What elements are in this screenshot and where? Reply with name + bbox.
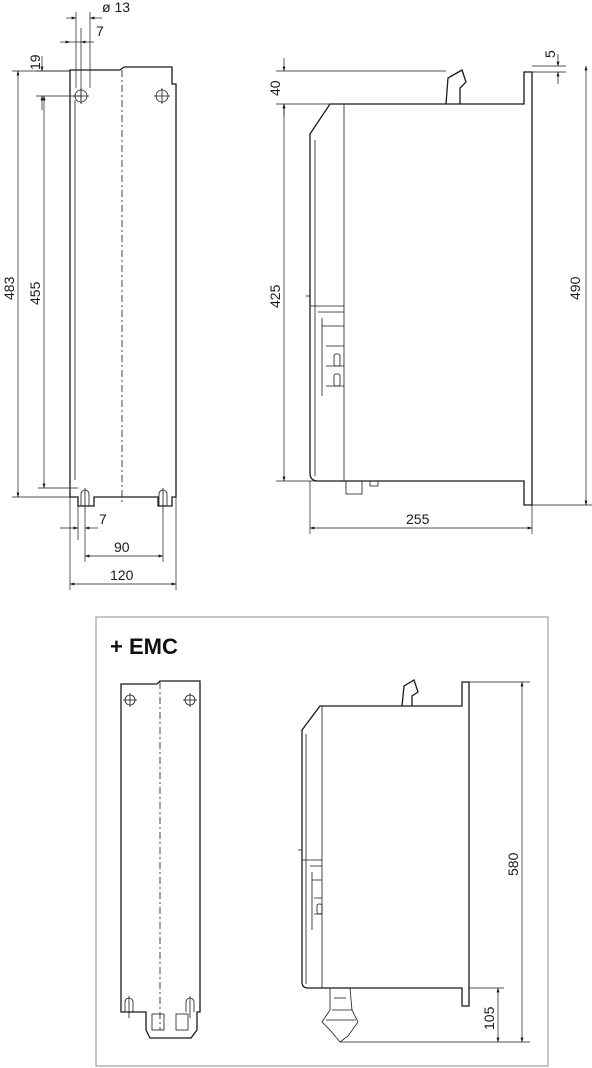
bottom-foot xyxy=(345,481,379,495)
dim-total-height: 490 xyxy=(567,276,583,300)
dim-body-height: 425 xyxy=(267,284,283,308)
dim-height-total: 483 xyxy=(1,276,17,300)
emc-variant-frame xyxy=(95,616,549,1067)
dim-hole-diameter: ø 13 xyxy=(102,0,130,15)
side-view xyxy=(306,69,533,506)
emc-front-view xyxy=(120,680,201,1039)
emc-cable-entry xyxy=(321,987,359,1043)
side-view-dimensions: 40 425 5 490 255 xyxy=(267,50,592,534)
dim-hole-spacing: 90 xyxy=(114,539,130,555)
front-view-outline xyxy=(69,66,177,507)
emc-dim-total-height: 580 xyxy=(505,852,521,876)
dim-depth: 255 xyxy=(406,511,430,527)
emc-dim-bottom-extension: 105 xyxy=(481,1006,497,1030)
terminal-block xyxy=(310,305,344,396)
emc-connector-left xyxy=(151,1013,165,1031)
side-view-outline xyxy=(309,71,533,506)
emc-side-view xyxy=(298,679,470,1043)
emc-dimensions: 580 105 xyxy=(340,681,530,1043)
dim-flange-top: 5 xyxy=(542,50,558,58)
emc-side-view-outline xyxy=(301,681,470,1007)
emc-connector-right xyxy=(175,1013,189,1031)
dim-hole-offset-top: 7 xyxy=(96,23,104,39)
dim-hole-vertical: 19 xyxy=(27,54,43,70)
front-view-dimensions: ø 13 7 19 483 455 7 90 xyxy=(1,0,177,590)
front-view xyxy=(69,66,177,512)
emc-terminal-block xyxy=(302,859,322,930)
emc-top-handle xyxy=(401,679,419,707)
dim-top-offset: 40 xyxy=(267,80,283,96)
dim-hole-pitch: 455 xyxy=(27,281,43,305)
emc-front-view-outline xyxy=(120,680,201,1039)
dim-width: 120 xyxy=(110,567,134,583)
top-handle xyxy=(445,69,467,105)
dim-hole-offset-bottom: 7 xyxy=(99,511,107,527)
emc-variant-title: + EMC xyxy=(110,634,178,659)
